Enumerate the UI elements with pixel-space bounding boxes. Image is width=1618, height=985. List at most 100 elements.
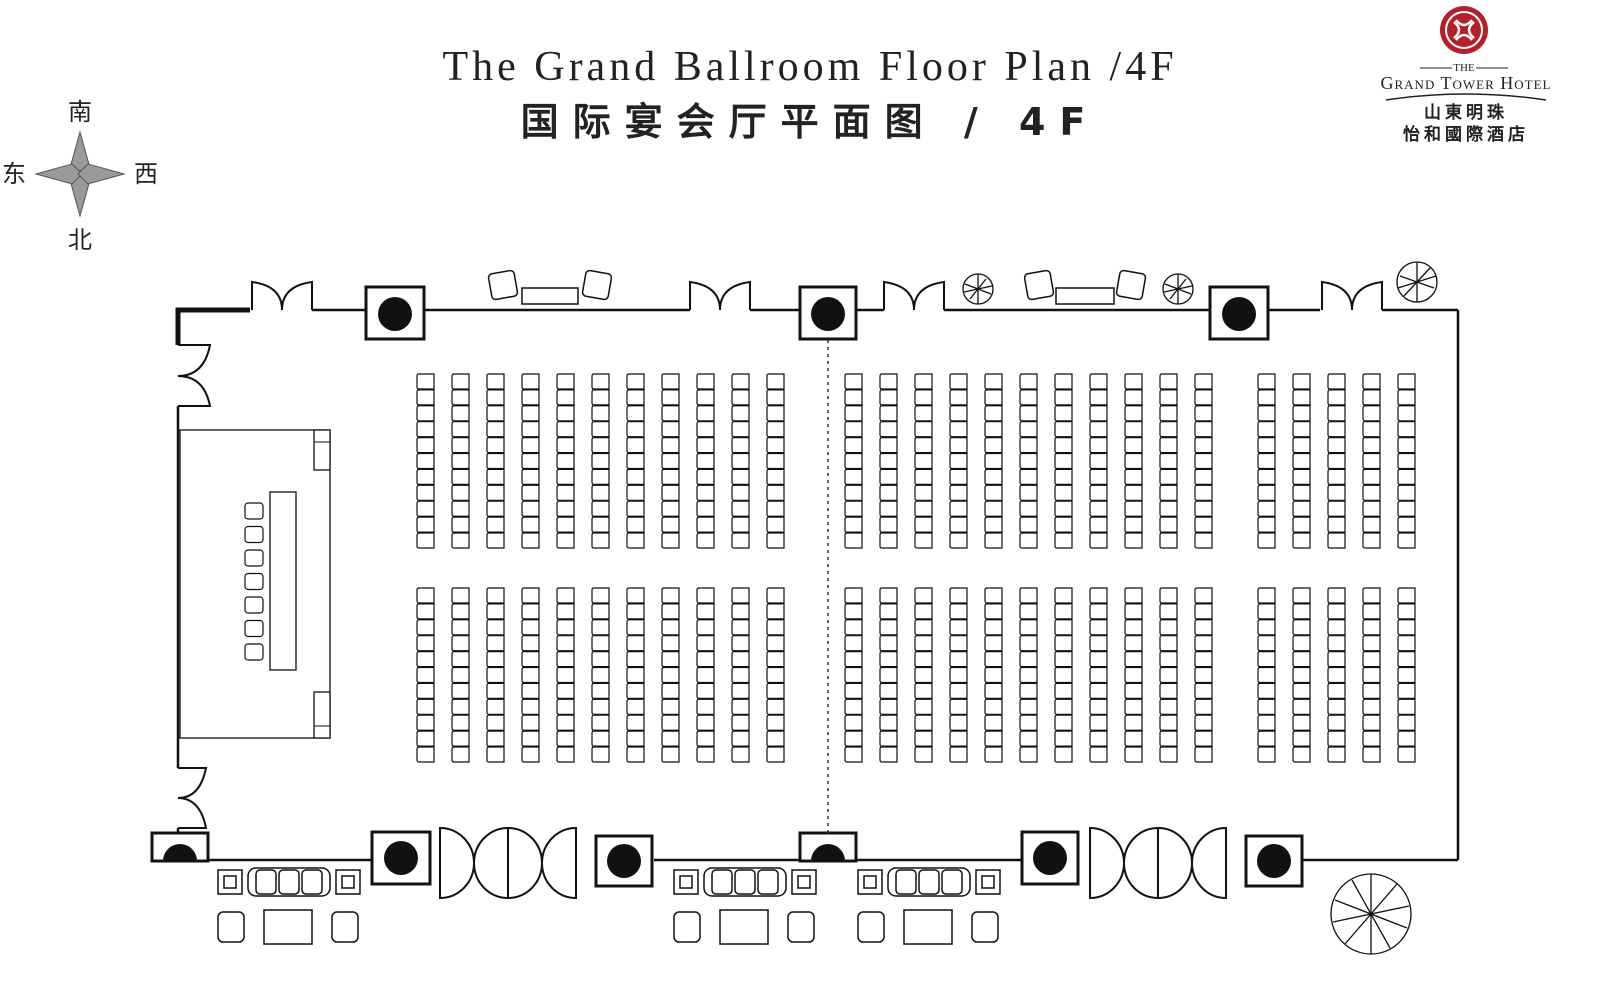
seat	[486, 405, 505, 422]
seat	[591, 587, 610, 604]
seat	[591, 405, 610, 422]
seat	[556, 373, 575, 390]
seat	[416, 373, 435, 390]
seat	[1397, 516, 1416, 533]
seat	[1054, 389, 1073, 406]
seat	[1159, 437, 1178, 454]
seat	[1327, 635, 1346, 652]
seat	[1124, 730, 1143, 747]
seat	[914, 603, 933, 620]
seat	[486, 452, 505, 470]
seat	[1362, 452, 1381, 470]
seat	[1362, 619, 1381, 636]
seat	[416, 698, 435, 715]
pillar	[370, 830, 432, 886]
seat	[1089, 619, 1108, 636]
seat	[1292, 421, 1311, 438]
seat	[844, 532, 863, 549]
seat	[521, 373, 540, 390]
seat	[1327, 484, 1346, 501]
seat	[521, 730, 540, 747]
seat	[416, 452, 435, 470]
seat	[844, 389, 863, 406]
seat	[1362, 532, 1381, 549]
stage-platform	[179, 429, 331, 739]
seat	[766, 468, 785, 485]
seat	[626, 651, 645, 668]
seat	[521, 421, 540, 438]
seat	[1292, 500, 1311, 517]
seat	[1089, 635, 1108, 652]
seat	[766, 714, 785, 731]
seat	[521, 516, 540, 533]
seat	[1019, 516, 1038, 533]
seat	[556, 635, 575, 652]
seat	[1019, 651, 1038, 668]
seat	[416, 468, 435, 485]
seat	[556, 666, 575, 684]
seat	[731, 452, 750, 470]
seat	[731, 730, 750, 747]
seat	[591, 500, 610, 517]
seat	[626, 500, 645, 517]
compass-east-label: 东	[2, 160, 26, 188]
seat	[879, 698, 898, 715]
seat	[1292, 468, 1311, 485]
seat	[1257, 373, 1276, 390]
compass-west-label: 西	[134, 160, 158, 188]
seat	[731, 603, 750, 620]
seat	[696, 698, 715, 715]
seat	[1159, 587, 1178, 604]
seat	[696, 389, 715, 406]
seat	[486, 682, 505, 699]
seat	[1159, 421, 1178, 438]
seat	[626, 682, 645, 699]
seat	[556, 389, 575, 406]
block-right-top	[1257, 373, 1416, 549]
seat	[626, 373, 645, 390]
seat	[1054, 468, 1073, 485]
seat	[1397, 500, 1416, 517]
seat	[1089, 532, 1108, 549]
seat	[591, 484, 610, 501]
seat	[1019, 698, 1038, 715]
seat	[879, 666, 898, 684]
seat	[1089, 587, 1108, 604]
seat	[626, 532, 645, 549]
seat	[949, 698, 968, 715]
seat	[879, 452, 898, 470]
pillar	[1208, 285, 1270, 341]
seat	[766, 516, 785, 533]
seat	[486, 698, 505, 715]
seat	[1159, 730, 1178, 747]
seat	[1124, 698, 1143, 715]
seat	[451, 619, 470, 636]
seat	[1397, 746, 1416, 763]
seat	[486, 587, 505, 604]
seat	[696, 516, 715, 533]
lounge-bottom	[217, 867, 1001, 945]
seat	[626, 389, 645, 406]
seat	[661, 452, 680, 470]
head-table-chairs	[244, 502, 264, 661]
seat	[984, 619, 1003, 636]
seat	[731, 714, 750, 731]
seat	[486, 746, 505, 763]
seat	[1397, 635, 1416, 652]
seat	[1194, 666, 1213, 684]
seat	[1159, 619, 1178, 636]
seat	[591, 682, 610, 699]
head-table-chair	[244, 502, 264, 520]
seat	[1362, 516, 1381, 533]
seat	[521, 635, 540, 652]
seat	[1397, 421, 1416, 438]
seat	[1292, 389, 1311, 406]
seat	[1397, 730, 1416, 747]
seat	[1327, 730, 1346, 747]
seat	[1362, 714, 1381, 731]
seat	[1159, 389, 1178, 406]
seat	[1194, 714, 1213, 731]
seat	[731, 666, 750, 684]
seat	[844, 587, 863, 604]
seat	[1019, 484, 1038, 501]
